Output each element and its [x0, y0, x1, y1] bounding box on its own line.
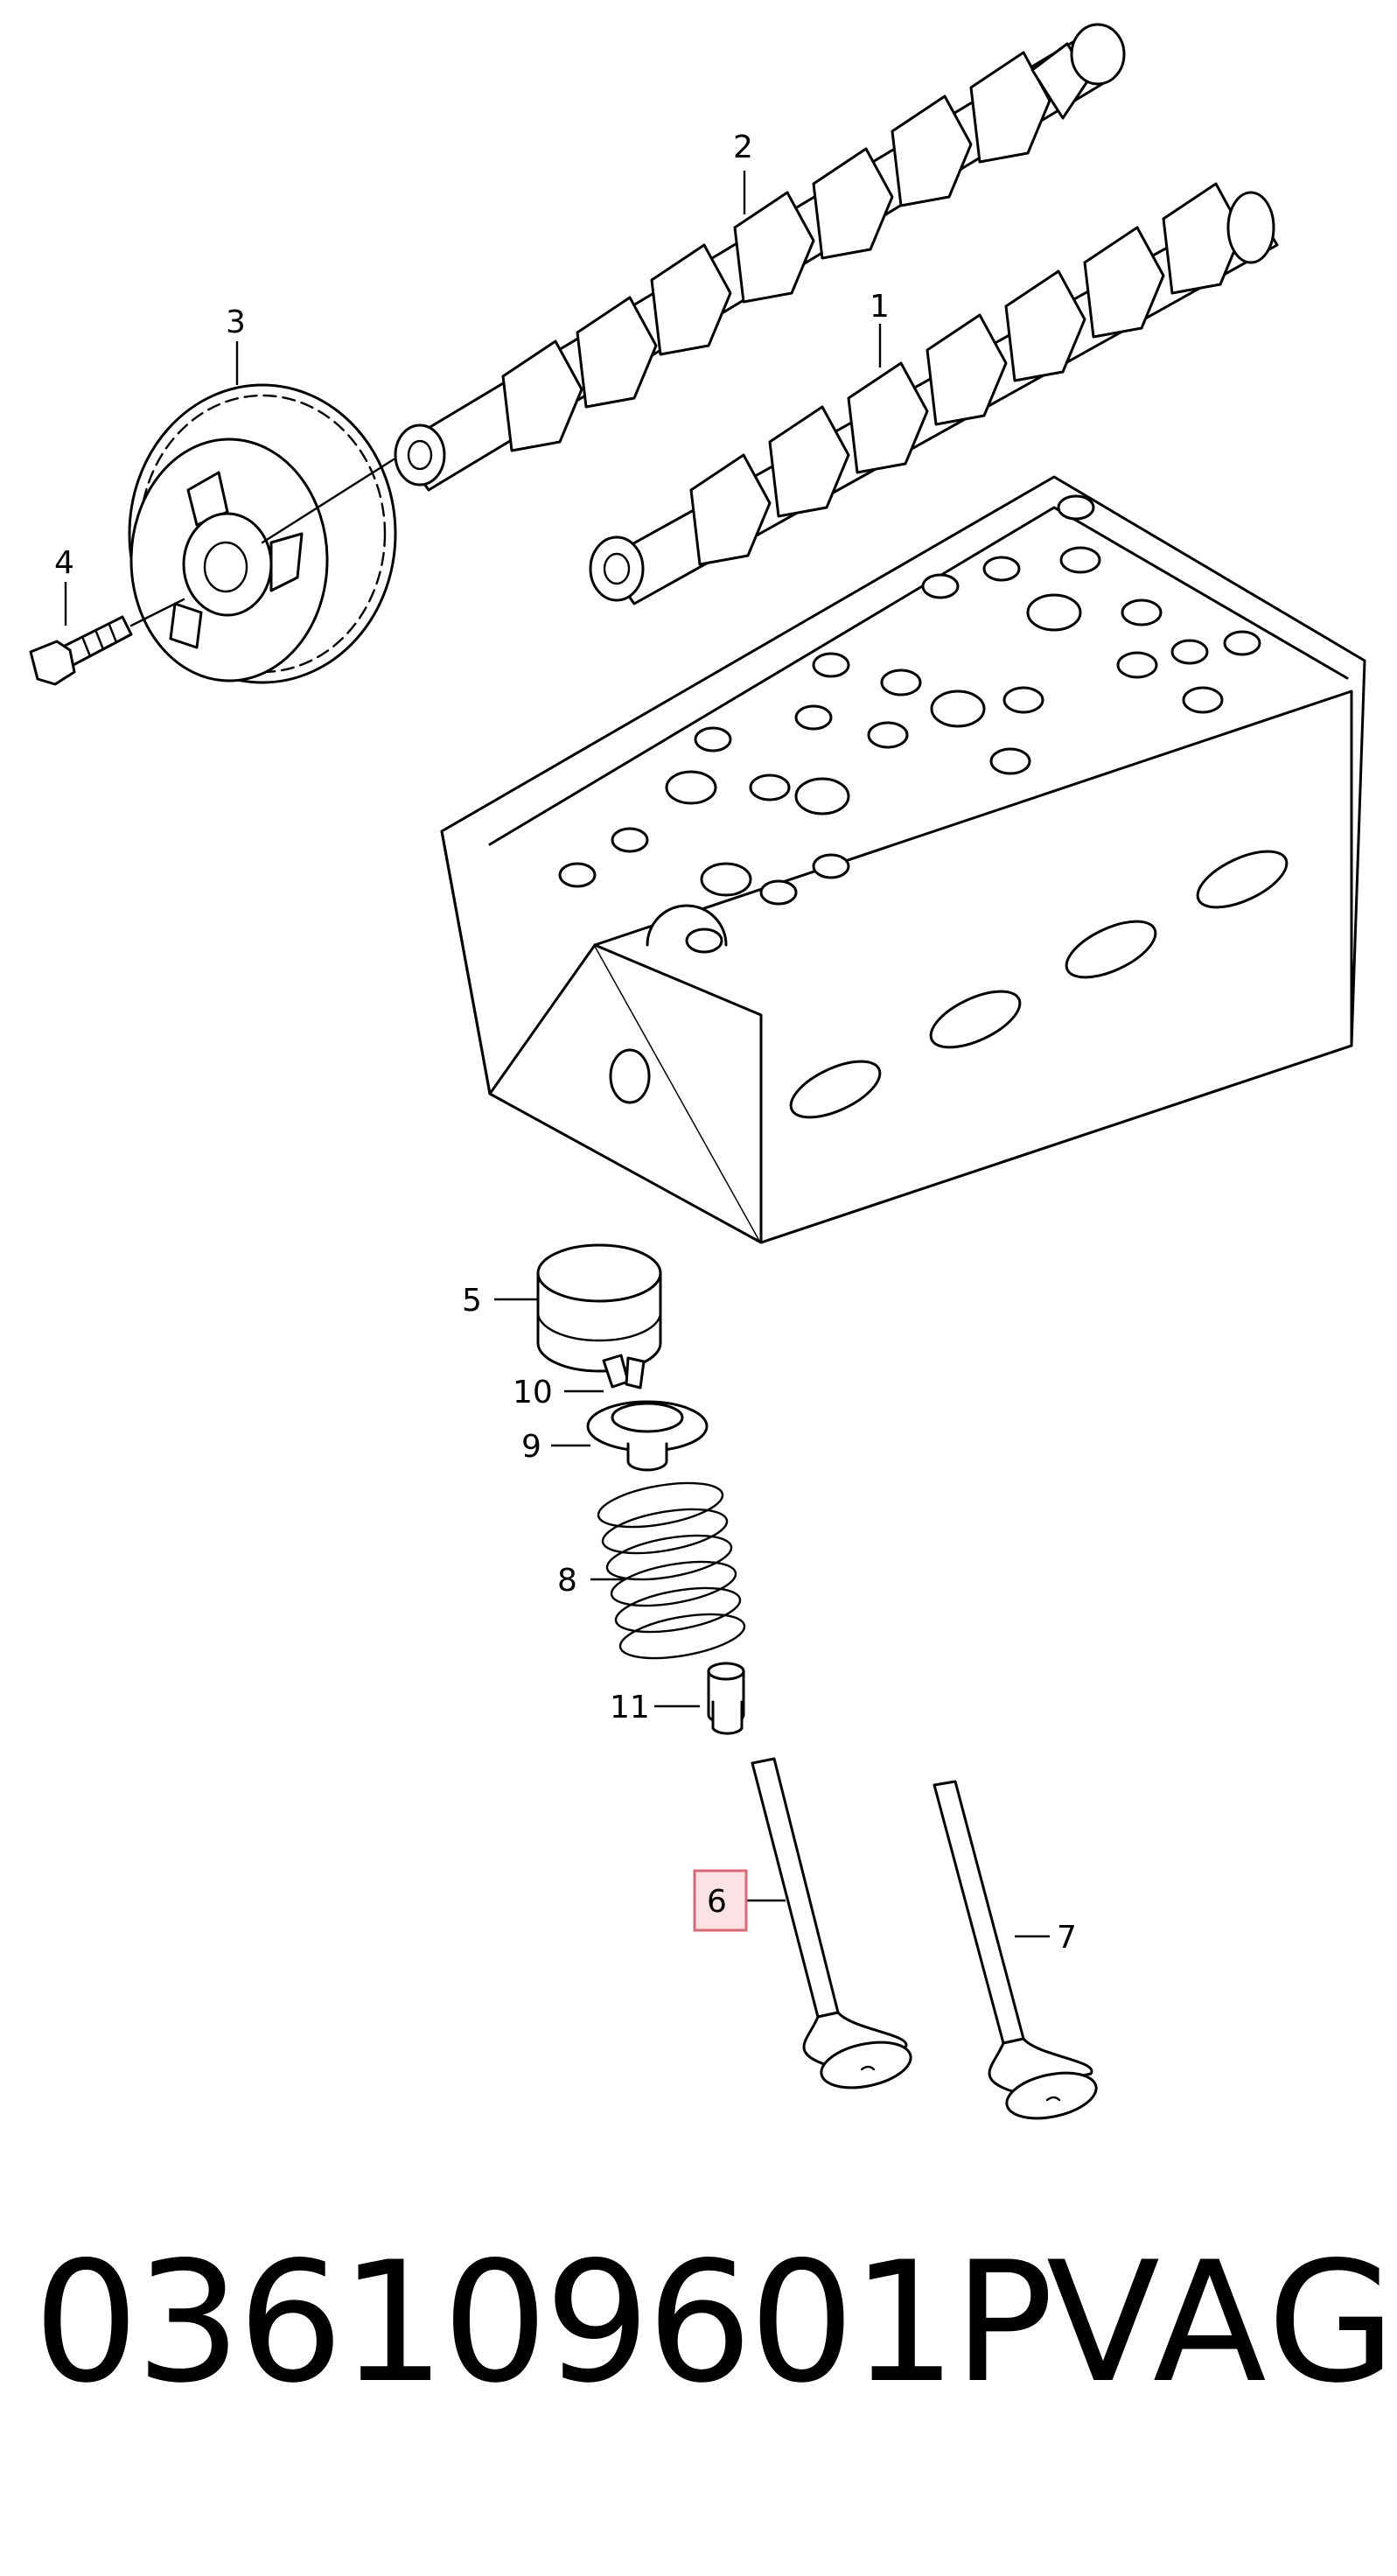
brand-label: VAG [1046, 2226, 1397, 2419]
cylinder-head [440, 475, 1366, 1244]
callout-6: 6 [707, 1884, 727, 1920]
callout-11: 11 [610, 1690, 650, 1726]
callout-9: 9 [521, 1429, 541, 1465]
valve-stem-seal [707, 1662, 745, 1735]
highlight-box [693, 1869, 748, 1932]
callout-5: 5 [462, 1283, 482, 1319]
sprocket-bolt [29, 598, 185, 686]
valve-cotters [602, 1354, 646, 1390]
timing-sprocket [128, 383, 397, 684]
spring-retainer [586, 1400, 709, 1472]
callout-7: 7 [1057, 1920, 1077, 1956]
intake-valve [751, 1757, 912, 2090]
valve-spring [597, 1481, 746, 1660]
camshaft-upper [394, 23, 1126, 492]
callout-4: 4 [54, 545, 74, 581]
camshaft-lower [589, 182, 1279, 606]
exhaust-valve [932, 1780, 1098, 2120]
callout-10: 10 [513, 1375, 553, 1410]
callout-2: 2 [733, 130, 753, 165]
part-number: 036109601P [33, 2226, 1054, 2419]
hydraulic-tappet [536, 1243, 662, 1373]
callout-1: 1 [870, 289, 890, 325]
callout-8: 8 [557, 1563, 577, 1599]
callout-3: 3 [226, 304, 246, 340]
